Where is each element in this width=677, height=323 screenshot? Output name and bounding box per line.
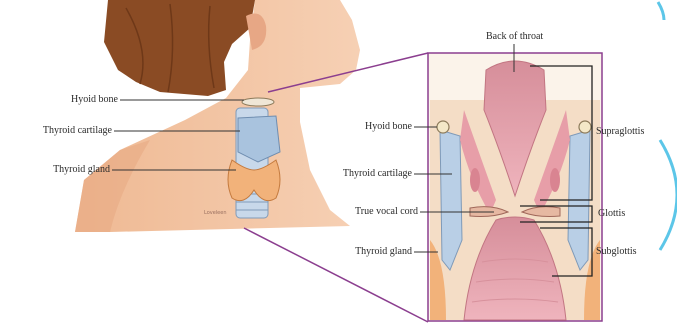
- label-true-vocal-cord: True vocal cord: [320, 206, 418, 218]
- hyoid-right: [579, 121, 591, 133]
- label-glottis: Glottis: [598, 208, 625, 220]
- thyroid-cartilage-shape: [238, 116, 280, 162]
- label-detail-hyoid-bone: Hyoid bone: [340, 121, 412, 133]
- larynx-cross-section: [414, 44, 602, 321]
- hyoid-bone-shape: [242, 98, 274, 106]
- head-and-neck: Loveleen: [75, 0, 360, 232]
- label-back-of-throat: Back of throat: [486, 31, 543, 43]
- label-detail-thyroid-gland: Thyroid gland: [318, 246, 412, 258]
- label-thyroid-gland: Thyroid gland: [30, 164, 110, 176]
- label-thyroid-cartilage: Thyroid cartilage: [20, 125, 112, 137]
- hyoid-left: [437, 121, 449, 133]
- label-hyoid-bone: Hyoid bone: [50, 94, 118, 106]
- label-supraglottis: Supraglottis: [596, 126, 644, 138]
- hair: [104, 0, 255, 96]
- decorative-arc-top: [658, 2, 664, 20]
- decorative-arc-right: [660, 140, 677, 250]
- label-subglottis: Subglottis: [596, 246, 637, 258]
- artist-signature: Loveleen: [204, 210, 227, 216]
- label-detail-thyroid-cartilage: Thyroid cartilage: [312, 168, 412, 180]
